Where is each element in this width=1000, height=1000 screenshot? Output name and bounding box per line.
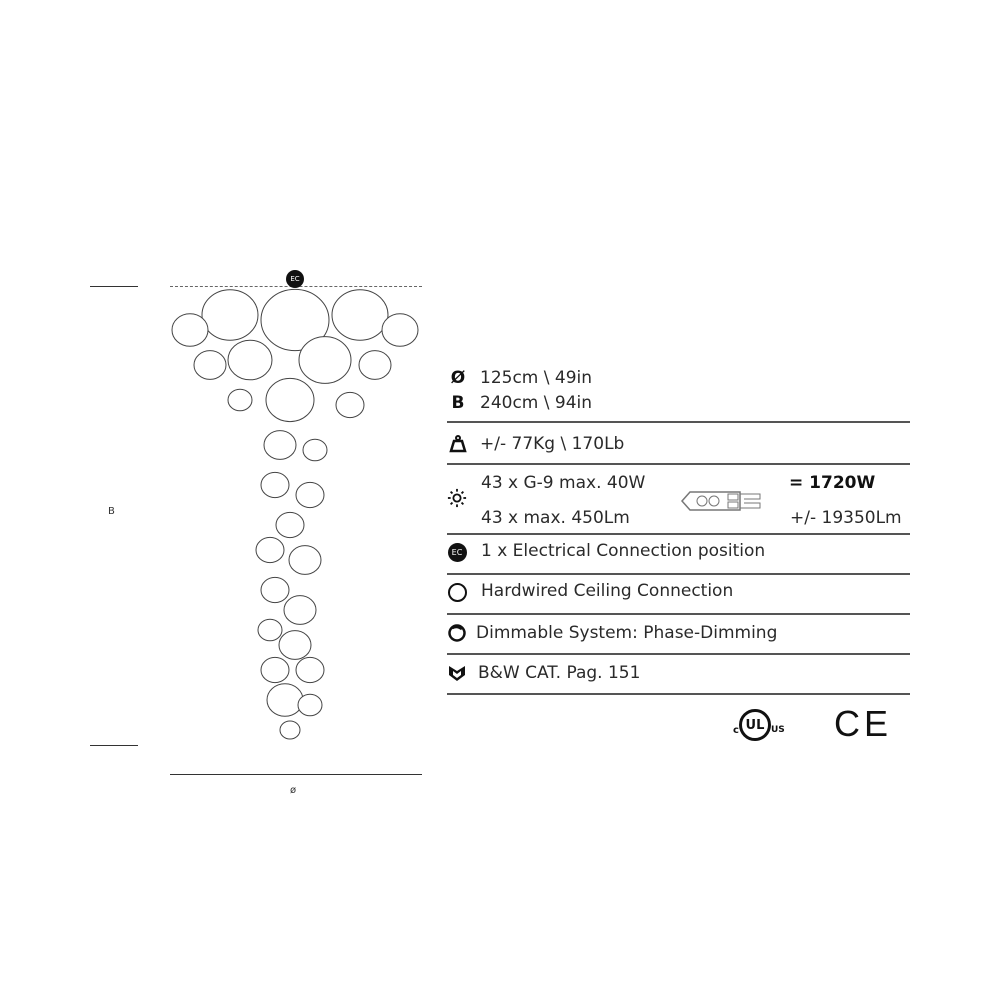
cul-us-mark: c UL US [733, 709, 785, 741]
divider [447, 573, 910, 575]
bulbs-line2: 43 x max. 450Lm [481, 508, 630, 528]
bw-logo-icon [447, 663, 467, 683]
glass-disc [302, 438, 328, 462]
ec-icon: EC [447, 542, 467, 562]
glass-disc [298, 336, 352, 384]
height-symbol: B [451, 393, 465, 413]
divider [447, 613, 910, 615]
glass-disc [227, 339, 273, 381]
ec-marker: EC [286, 270, 304, 288]
glass-disc [288, 545, 322, 575]
diameter-value: 125cm \ 49in [480, 368, 593, 388]
glass-disc [260, 576, 290, 604]
divider [447, 533, 910, 535]
total-watts: = 1720W [789, 473, 876, 493]
divider [447, 463, 910, 465]
light-icon [447, 488, 467, 508]
glass-disc [201, 289, 259, 341]
total-lumen: +/- 19350Lm [790, 508, 902, 528]
glass-disc [257, 618, 283, 642]
cul-ul: UL [738, 709, 771, 741]
glass-disc [171, 313, 209, 347]
glass-disc [297, 693, 323, 717]
ce-mark: CE [834, 703, 893, 744]
glass-disc [255, 536, 285, 564]
height-top-line [90, 286, 138, 287]
catalog-value: B&W CAT. Pag. 151 [478, 663, 641, 683]
dimmer-icon [447, 623, 467, 643]
circle-icon [447, 582, 467, 602]
glass-disc [278, 630, 312, 660]
ceiling-value: Hardwired Ceiling Connection [481, 581, 734, 601]
glass-disc [283, 595, 317, 625]
glass-disc [275, 511, 305, 539]
weight-icon [448, 434, 468, 454]
glass-disc [260, 471, 290, 499]
cul-c: c [733, 724, 739, 736]
dimming-value: Dimmable System: Phase-Dimming [476, 623, 778, 643]
glass-disc [193, 350, 227, 380]
cul-us: US [770, 725, 785, 735]
glass-disc [260, 288, 330, 352]
weight-value: +/- 77Kg \ 170Lb [480, 434, 625, 454]
chandelier-drawing [171, 288, 419, 740]
bulbs-line1: 43 x G-9 max. 40W [481, 473, 646, 493]
glass-disc [295, 656, 325, 684]
glass-disc [266, 683, 304, 717]
ec-marker-text: EC [290, 275, 300, 283]
glass-disc [335, 391, 365, 419]
glass-disc [295, 481, 325, 509]
glass-disc [331, 289, 389, 341]
g9-bulb-icon [680, 488, 770, 518]
height-label: B [108, 506, 115, 517]
glass-disc [358, 350, 392, 380]
glass-disc [263, 430, 297, 460]
glass-disc [279, 720, 301, 740]
glass-disc [381, 313, 419, 347]
glass-disc [227, 388, 253, 412]
divider [447, 421, 910, 423]
height-value: 240cm \ 94in [480, 393, 593, 413]
glass-disc [260, 656, 290, 684]
height-bottom-line [90, 745, 138, 746]
diameter-label: ø [290, 785, 297, 796]
ec-icon-text: EC [447, 542, 467, 562]
divider [447, 653, 910, 655]
glass-disc [265, 377, 315, 423]
electrical-value: 1 x Electrical Connection position [481, 541, 766, 561]
diameter-symbol: Ø [450, 368, 466, 388]
divider [447, 693, 910, 695]
diameter-line [170, 774, 422, 775]
